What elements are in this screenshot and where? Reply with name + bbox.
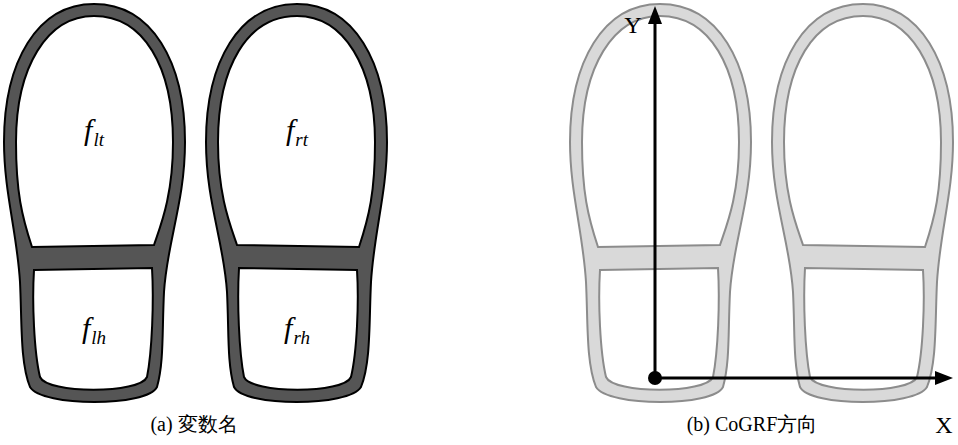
variable-symbol: f — [286, 113, 294, 146]
variable-symbol: f — [82, 311, 90, 344]
force-region-label: flt — [84, 115, 104, 150]
variable-symbol: f — [84, 113, 92, 146]
variable-subscript: rh — [293, 327, 310, 348]
panel-caption: (b) CoGRF方向 — [687, 413, 818, 436]
variable-subscript: lt — [93, 129, 104, 150]
left-sole-light — [570, 4, 751, 402]
force-region-label: frh — [284, 313, 310, 348]
left-sole — [4, 4, 185, 402]
force-region-label: frt — [286, 115, 308, 150]
variable-symbol: f — [284, 311, 292, 344]
variable-subscript: rt — [295, 129, 308, 150]
right-sole — [206, 4, 387, 402]
force-region-label: flh — [82, 313, 106, 348]
axis-label: X — [935, 412, 952, 440]
variable-subscript: lh — [91, 327, 106, 348]
panel-caption: (a) 変数名 — [150, 413, 237, 436]
cogrf-axes — [648, 6, 953, 385]
axis-label: Y — [624, 12, 641, 40]
right-sole-light — [772, 4, 953, 402]
